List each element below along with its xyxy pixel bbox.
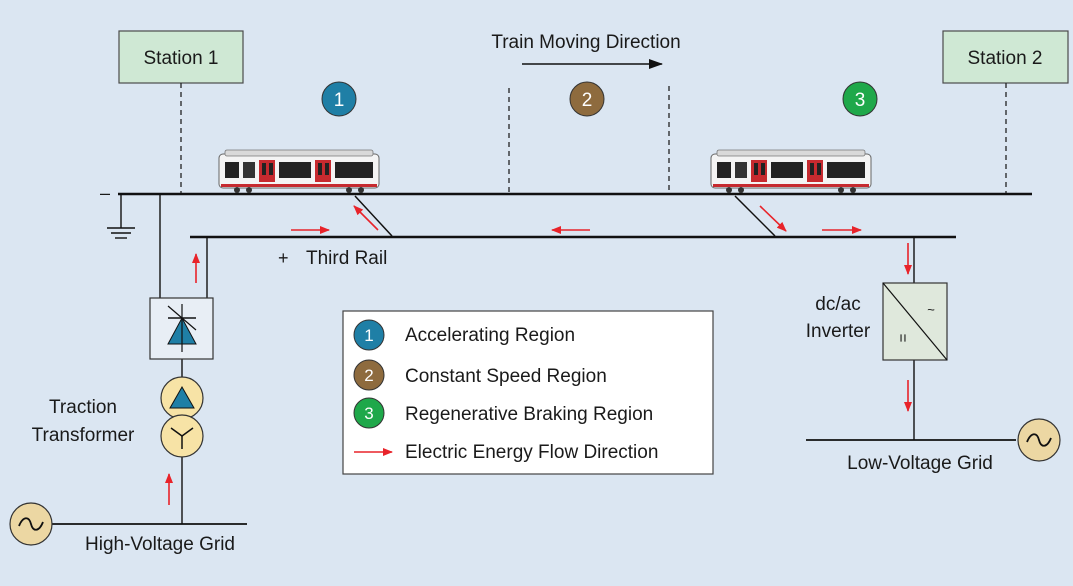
legend-item-constant-speed: 2 Constant Speed Region <box>353 359 607 391</box>
minus-sign: – <box>100 183 110 203</box>
ac-source-high-icon <box>9 502 53 546</box>
legend-item-regenerative: 3 Regenerative Braking Region <box>353 397 653 429</box>
region-dividers <box>180 83 1007 193</box>
collector-shoe-2 <box>734 195 776 237</box>
legend: 1 Accelerating Region 2 Constant Speed R… <box>342 310 714 475</box>
legend-label-accelerating: Accelerating Region <box>405 325 575 346</box>
energy-flow-arrows <box>165 205 912 505</box>
svg-text:2: 2 <box>364 366 373 385</box>
svg-text:1: 1 <box>334 90 345 111</box>
legend-label-constant-speed: Constant Speed Region <box>405 366 607 387</box>
legend-item-accelerating: 1 Accelerating Region <box>353 319 575 351</box>
inverter-label-line2: Inverter <box>806 321 871 342</box>
station-1: Station 1 <box>118 30 244 84</box>
legend-item-flow: Electric Energy Flow Direction <box>354 442 658 463</box>
plus-sign: + <box>278 248 289 268</box>
svg-text:2: 2 <box>582 90 593 111</box>
svg-text:3: 3 <box>364 404 373 423</box>
ac-symbol: ~ <box>927 302 935 317</box>
region-1-marker: 1 <box>321 81 357 117</box>
svg-text:3: 3 <box>855 90 866 111</box>
transformer-label-line1: Traction <box>49 397 117 418</box>
dc-symbol: = <box>894 334 911 343</box>
station-2-label: Station 2 <box>968 48 1043 69</box>
region-3-marker: 3 <box>842 81 878 117</box>
rectifier <box>149 297 214 360</box>
ac-source-low-icon <box>1017 418 1061 462</box>
low-voltage-grid-label: Low-Voltage Grid <box>847 453 993 474</box>
direction-label: Train Moving Direction <box>491 32 680 53</box>
legend-label-flow: Electric Energy Flow Direction <box>405 442 658 463</box>
train-braking <box>710 149 872 194</box>
dc-ac-inverter: = ~ <box>882 282 948 361</box>
station-1-label: Station 1 <box>144 48 219 69</box>
transformer-label-line2: Transformer <box>32 425 135 446</box>
svg-text:1: 1 <box>364 326 373 345</box>
collector-shoe-1 <box>354 195 393 237</box>
inverter-label-line1: dc/ac <box>815 294 860 315</box>
third-rail-label: Third Rail <box>306 248 387 269</box>
legend-label-regenerative: Regenerative Braking Region <box>405 404 653 425</box>
rectifier-wiring <box>159 194 208 524</box>
traction-transformer <box>160 376 204 458</box>
high-voltage-grid-label: High-Voltage Grid <box>85 534 235 555</box>
ground-icon <box>107 194 135 239</box>
station-2: Station 2 <box>942 30 1069 84</box>
region-2-marker: 2 <box>569 81 605 117</box>
train-accelerating <box>218 149 380 194</box>
